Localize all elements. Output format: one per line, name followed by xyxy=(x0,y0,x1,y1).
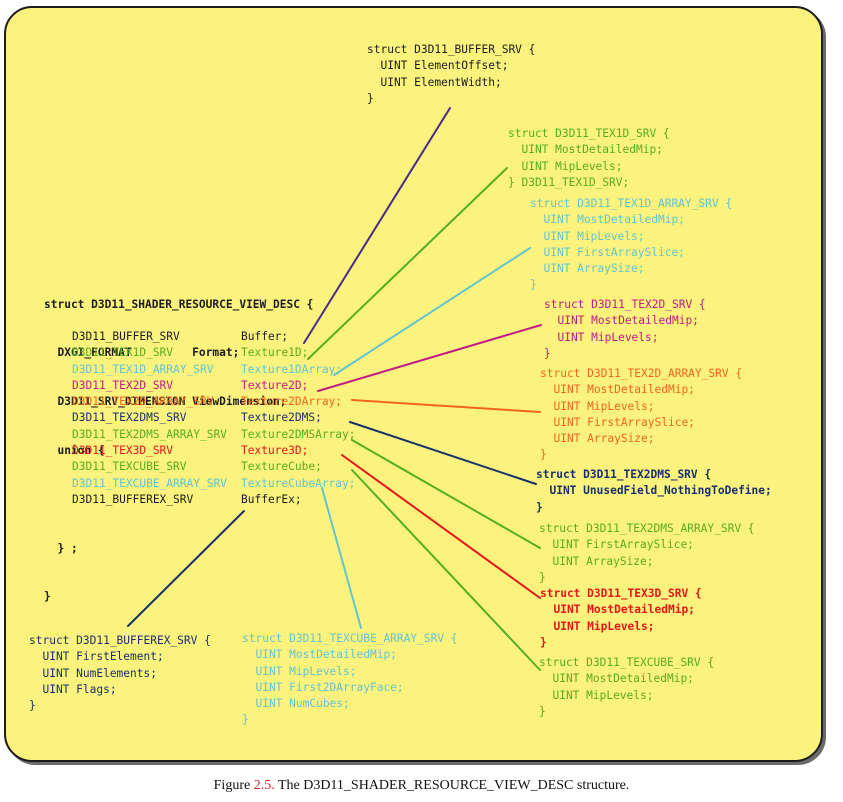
struct-line: } xyxy=(536,500,543,514)
struct-line: struct D3D11_TEX1D_ARRAY_SRV { xyxy=(530,197,733,210)
struct-line: UINT ArraySize; xyxy=(540,432,655,446)
struct-tex3d-srv: struct D3D11_TEX3D_SRV { UINT MostDetail… xyxy=(540,586,702,651)
struct-line: UINT MostDetailedMip; xyxy=(540,383,695,397)
struct-line: UINT MostDetailedMip; xyxy=(544,314,699,328)
struct-line: struct D3D11_TEXCUBE_SRV { xyxy=(539,656,715,669)
union-member-name: Texture2DArray; xyxy=(241,395,343,409)
struct-tex2d-srv: struct D3D11_TEX2D_SRV { UINT MostDetail… xyxy=(544,297,706,362)
struct-line: UINT MipLevels; xyxy=(242,664,357,678)
struct-line: UINT First2DArrayFace; xyxy=(242,680,404,694)
union-member-type: D3D11_TEX2DMS_ARRAY_SRV xyxy=(72,427,227,441)
struct-line: UINT FirstArraySlice; xyxy=(540,415,695,429)
struct-line: UINT MipLevels; xyxy=(539,688,654,702)
union-member-name: BufferEx; xyxy=(241,492,302,506)
union-member-name: Texture2D; xyxy=(241,378,309,392)
struct-line: struct D3D11_TEX2DMS_ARRAY_SRV { xyxy=(539,522,755,535)
struct-line: struct D3D11_BUFFER_SRV { xyxy=(367,43,536,56)
struct-tex2dms-srv: struct D3D11_TEX2DMS_SRV { UINT UnusedFi… xyxy=(536,467,772,516)
union-member-name: TextureCubeArray; xyxy=(241,476,356,490)
struct-line: UINT FirstArraySlice; xyxy=(539,538,694,552)
struct-texcube-srv: struct D3D11_TEXCUBE_SRV { UINT MostDeta… xyxy=(539,655,714,720)
union-member-names: Buffer; Texture1D; Texture1DArray; Texture2… xyxy=(241,329,356,508)
struct-line: UINT MipLevels; xyxy=(540,399,655,413)
struct-line: UINT ElementOffset; xyxy=(367,59,509,73)
struct-line: } xyxy=(242,713,249,727)
union-member-name: Texture1D; xyxy=(241,346,309,360)
struct-line: UINT MipLevels; xyxy=(508,159,623,173)
struct-line: UINT FirstElement; xyxy=(29,650,164,664)
union-member-name: TextureCube; xyxy=(241,460,322,474)
struct-line: UINT NumCubes; xyxy=(242,697,350,711)
union-member-name: Texture2DMSArray; xyxy=(241,427,356,441)
struct-line: UINT MostDetailedMip; xyxy=(508,143,663,157)
main-struct: struct D3D11_SHADER_RESOURCE_VIEW_DESC {… xyxy=(44,264,313,476)
struct-line: } xyxy=(540,448,547,462)
struct-line: UINT Flags; xyxy=(29,682,117,696)
struct-line: UINT MipLevels; xyxy=(540,619,655,633)
struct-line: UINT MostDetailedMip; xyxy=(540,603,695,617)
struct-close: } xyxy=(44,590,51,604)
union-member-type: D3D11_TEX2D_SRV xyxy=(72,378,174,392)
struct-line: } xyxy=(530,278,537,292)
caption-text: The D3D11_SHADER_RESOURCE_VIEW_DESC stru… xyxy=(274,778,630,793)
struct-line: } xyxy=(29,699,36,713)
union-member-type: D3D11_BUFFER_SRV xyxy=(72,330,180,343)
caption-prefix: Figure xyxy=(213,778,254,793)
struct-line: } xyxy=(367,91,374,105)
union-close: } ; xyxy=(44,541,78,555)
union-member-name: Buffer; xyxy=(241,330,289,343)
struct-tex1d-array-srv: struct D3D11_TEX1D_ARRAY_SRV { UINT Most… xyxy=(530,196,732,294)
figure-number: 2.5. xyxy=(253,778,275,793)
union-member-type: D3D11_TEX2D_ARRAY_SRV xyxy=(72,395,214,409)
struct-line: struct D3D11_TEX3D_SRV { xyxy=(540,587,702,600)
union-member-type: D3D11_TEXCUBE_ARRAY_SRV xyxy=(72,476,227,490)
struct-line: } xyxy=(539,704,546,718)
struct-line: UINT ArraySize; xyxy=(539,554,654,568)
struct-line: UINT MostDetailedMip; xyxy=(242,648,397,662)
struct-line: } D3D11_TEX1D_SRV; xyxy=(508,175,630,189)
union-member-type: D3D11_BUFFEREX_SRV xyxy=(72,492,194,506)
union-member-type: D3D11_TEXCUBE_SRV xyxy=(72,460,187,474)
figure-caption: Figure 2.5. The D3D11_SHADER_RESOURCE_VI… xyxy=(0,778,843,794)
struct-line: } xyxy=(540,635,547,649)
format-field: DXGI_FORMAT Format; xyxy=(44,346,240,360)
struct-line: UINT NumElements; xyxy=(29,666,157,680)
struct-line: UINT MostDetailedMip; xyxy=(530,213,685,227)
struct-buffer-srv: struct D3D11_BUFFER_SRV { UINT ElementOf… xyxy=(367,42,535,107)
struct-line: UINT MipLevels; xyxy=(530,229,645,243)
struct-line: UINT ArraySize; xyxy=(530,262,645,276)
struct-line: struct D3D11_BUFFEREX_SRV { xyxy=(29,634,211,647)
struct-line: struct D3D11_TEXCUBE_ARRAY_SRV { xyxy=(242,632,458,645)
struct-line: UINT ElementWidth; xyxy=(367,75,502,89)
struct-line: struct D3D11_TEX1D_SRV { xyxy=(508,127,670,140)
main-struct-header: struct D3D11_SHADER_RESOURCE_VIEW_DESC { xyxy=(44,297,314,311)
struct-line: struct D3D11_TEX2D_SRV { xyxy=(544,298,706,311)
union-member-type: D3D11_TEX1D_ARRAY_SRV xyxy=(72,362,214,376)
union-member-name: Texture2DMS; xyxy=(241,411,322,425)
struct-line: struct D3D11_TEX2DMS_SRV { xyxy=(536,468,712,481)
view-dimension-field: D3D11_SRV_DIMENSION ViewDimension; xyxy=(44,395,287,409)
struct-texcube-array-srv: struct D3D11_TEXCUBE_ARRAY_SRV { UINT Mo… xyxy=(242,631,458,729)
struct-tex2dms-array-srv: struct D3D11_TEX2DMS_ARRAY_SRV { UINT Fi… xyxy=(539,521,755,586)
struct-line: UINT FirstArraySlice; xyxy=(530,245,685,259)
struct-line: UINT MostDetailedMip; xyxy=(539,672,694,686)
struct-tex2d-array-srv: struct D3D11_TEX2D_ARRAY_SRV { UINT Most… xyxy=(540,366,742,464)
struct-line: } xyxy=(539,570,546,584)
union-member-types: D3D11_BUFFER_SRV D3D11_TEX1D_SRV D3D11_TEX… xyxy=(72,329,227,508)
struct-line: UINT MipLevels; xyxy=(544,330,659,344)
struct-bufferex-srv: struct D3D11_BUFFEREX_SRV { UINT FirstEl… xyxy=(29,633,211,714)
struct-tex1d-srv: struct D3D11_TEX1D_SRV { UINT MostDetail… xyxy=(508,126,670,191)
union-open: union { xyxy=(44,444,105,458)
union-member-name: Texture1DArray; xyxy=(241,362,343,376)
union-member-name: Texture3D; xyxy=(241,444,309,458)
union-member-type: D3D11_TEX3D_SRV xyxy=(72,444,174,458)
union-member-type: D3D11_TEX1D_SRV xyxy=(72,346,174,360)
struct-line: struct D3D11_TEX2D_ARRAY_SRV { xyxy=(540,367,743,380)
struct-line: UINT UnusedField_NothingToDefine; xyxy=(536,484,772,498)
struct-line: } xyxy=(544,346,551,360)
main-struct-closing: } ; } xyxy=(44,508,78,622)
union-member-type: D3D11_TEX2DMS_SRV xyxy=(72,411,187,425)
